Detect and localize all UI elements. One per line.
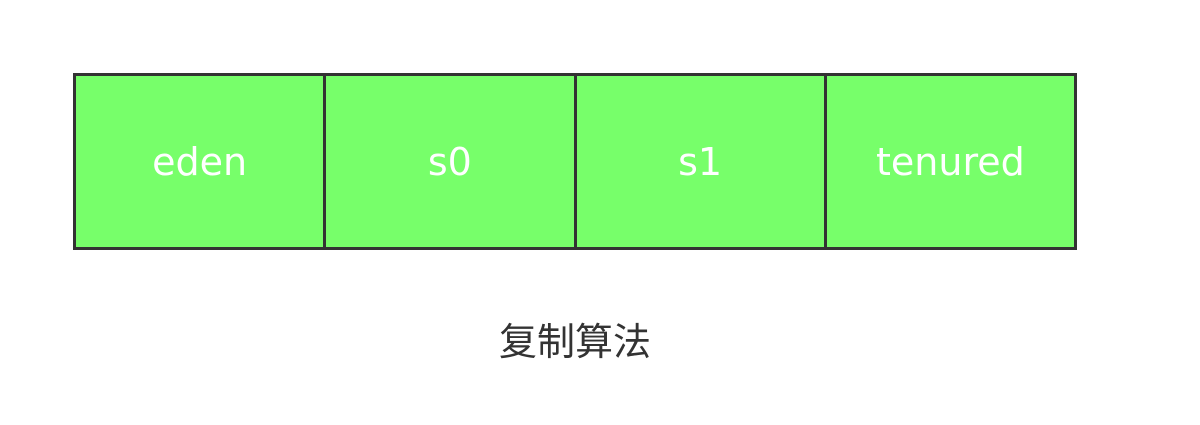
region-s0-label: s0 (427, 139, 472, 184)
region-tenured-label: tenured (876, 139, 1025, 184)
region-s0: s0 (323, 73, 577, 250)
region-s1: s1 (573, 73, 827, 250)
memory-layout-bar: eden s0 s1 tenured (73, 73, 1077, 250)
region-eden-label: eden (152, 139, 248, 184)
diagram-caption: 复制算法 (498, 320, 651, 364)
region-s1-label: s1 (678, 139, 723, 184)
region-tenured: tenured (823, 73, 1077, 250)
region-eden: eden (73, 73, 327, 250)
